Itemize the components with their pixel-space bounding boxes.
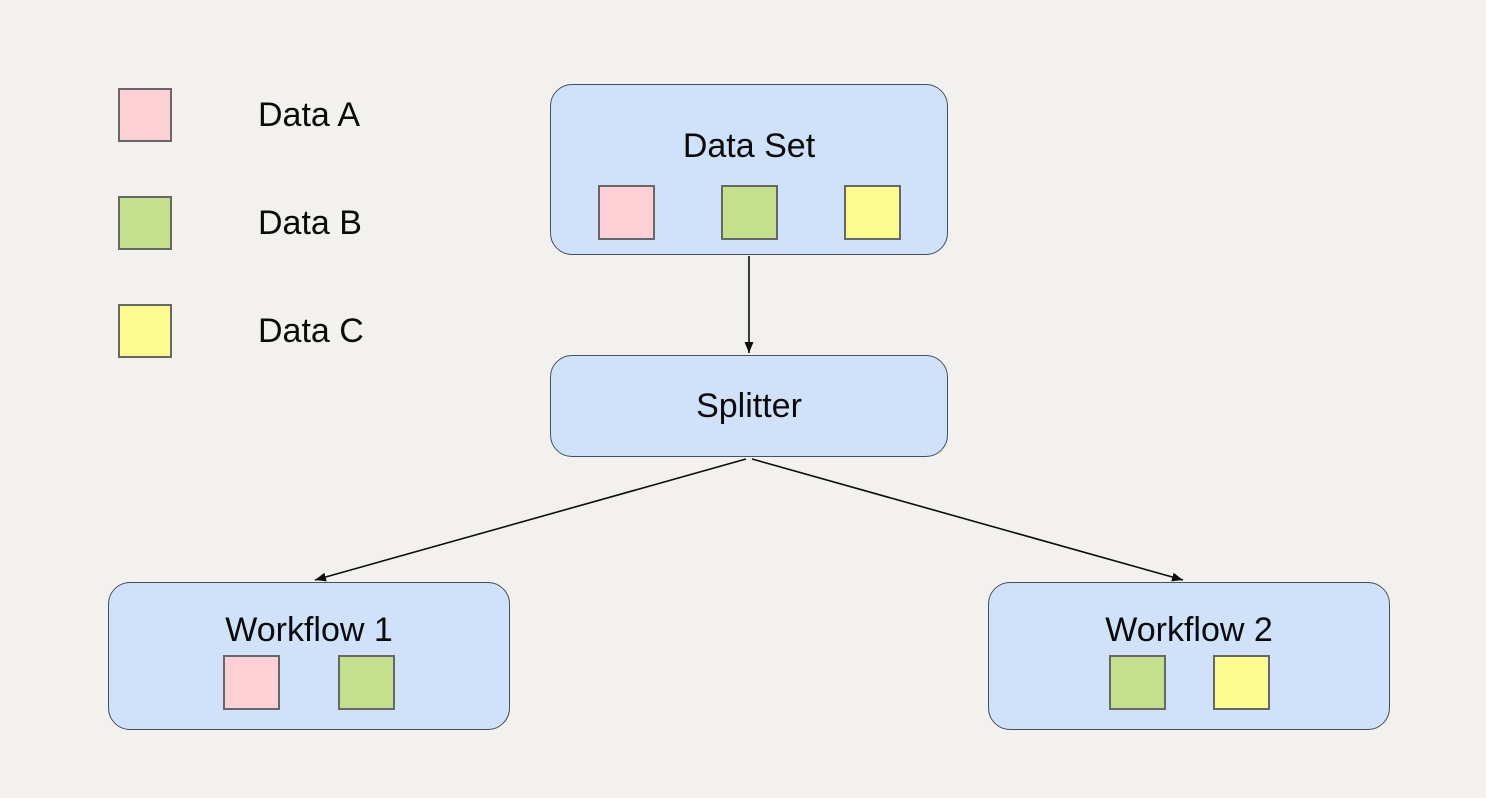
node-workflow-1[interactable]: Workflow 1 (108, 582, 510, 730)
data-b-token (720, 185, 778, 240)
node-workflow-1-tokens (223, 655, 395, 710)
data-c-token (1212, 655, 1270, 710)
node-splitter-label: Splitter (696, 387, 802, 425)
legend-item-data-a: Data A (118, 88, 364, 142)
legend-item-data-b: Data B (118, 196, 364, 250)
data-b-token (1108, 655, 1166, 710)
data-c-token (843, 185, 901, 240)
data-b-token (338, 655, 395, 710)
legend-item-data-c: Data C (118, 304, 364, 358)
legend-label-data-a: Data A (258, 95, 361, 134)
legend: Data A Data B Data C (118, 88, 364, 412)
node-workflow-2[interactable]: Workflow 2 (988, 582, 1390, 730)
node-data-set[interactable]: Data Set (550, 84, 948, 255)
node-workflow-2-tokens (1108, 655, 1270, 710)
edge-splitter-to-workflow1 (314, 458, 747, 582)
data-a-token (597, 185, 655, 240)
data-a-token (223, 655, 280, 710)
node-workflow-2-label: Workflow 2 (1105, 611, 1273, 649)
edge-splitter-to-workflow2 (751, 458, 1184, 582)
legend-label-data-c: Data C (258, 311, 364, 350)
node-data-set-label: Data Set (682, 127, 816, 165)
data-c-swatch (118, 304, 172, 358)
node-data-set-tokens (597, 185, 901, 240)
legend-label-data-b: Data B (258, 203, 362, 242)
data-b-swatch (118, 196, 172, 250)
data-a-swatch (118, 88, 172, 142)
node-splitter[interactable]: Splitter (550, 355, 948, 457)
node-workflow-1-label: Workflow 1 (225, 611, 393, 649)
